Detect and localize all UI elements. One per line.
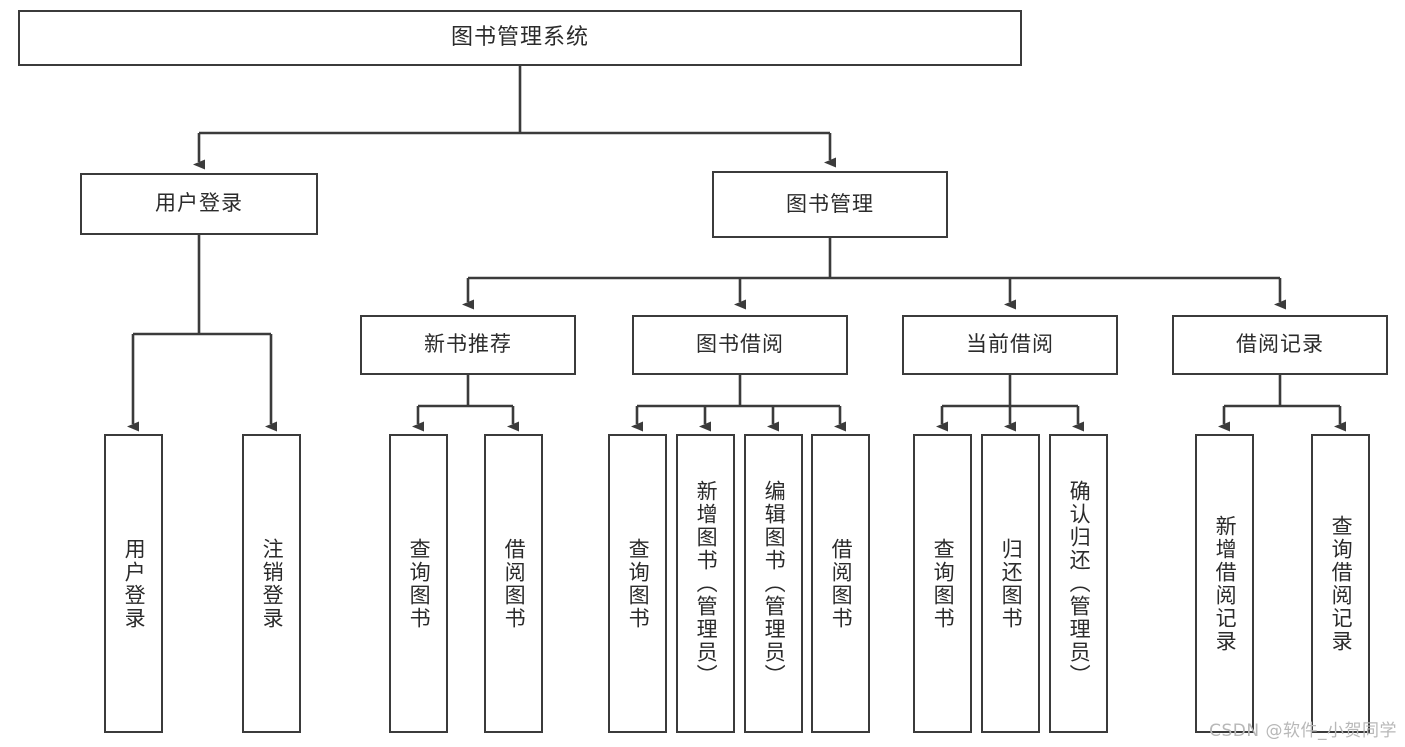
leaf-logout[interactable]: 注销登录: [242, 434, 301, 733]
node-borrowing-records[interactable]: 借阅记录: [1172, 315, 1388, 375]
node-label: 确认归还（管理员）: [1067, 480, 1092, 687]
leaf-borrow-book-borrowing[interactable]: 借阅图书: [811, 434, 870, 733]
node-label: 图书借阅: [696, 332, 784, 357]
node-label: 用户登录: [122, 537, 147, 630]
leaf-query-book-recommendation[interactable]: 查询图书: [389, 434, 448, 733]
node-label: 新书推荐: [424, 332, 512, 357]
leaf-query-book-borrowing[interactable]: 查询图书: [608, 434, 667, 733]
leaf-add-borrowing-record[interactable]: 新增借阅记录: [1195, 434, 1254, 733]
node-book-borrowing[interactable]: 图书借阅: [632, 315, 848, 375]
node-book-management[interactable]: 图书管理: [712, 171, 948, 238]
node-label: 查询图书: [931, 537, 956, 630]
node-label: 查询图书: [407, 537, 432, 630]
leaf-query-borrowing-record[interactable]: 查询借阅记录: [1311, 434, 1370, 733]
node-label: 图书管理: [786, 191, 874, 216]
node-label: 查询图书: [626, 537, 651, 630]
node-label: 新增图书（管理员）: [694, 480, 719, 687]
node-new-book-recommendation[interactable]: 新书推荐: [360, 315, 576, 375]
leaf-edit-book-admin[interactable]: 编辑图书（管理员）: [744, 434, 803, 733]
node-label: 归还图书: [999, 537, 1024, 630]
leaf-borrow-book-recommendation[interactable]: 借阅图书: [484, 434, 543, 733]
node-label: 查询借阅记录: [1329, 514, 1354, 653]
node-label: 用户登录: [155, 191, 243, 216]
node-label: 借阅图书: [829, 537, 854, 630]
node-current-borrowing[interactable]: 当前借阅: [902, 315, 1118, 375]
node-label: 新增借阅记录: [1213, 514, 1238, 653]
leaf-query-book-current[interactable]: 查询图书: [913, 434, 972, 733]
node-label: 借阅记录: [1236, 332, 1324, 357]
leaf-confirm-return-admin[interactable]: 确认归还（管理员）: [1049, 434, 1108, 733]
node-user-login[interactable]: 用户登录: [80, 173, 318, 235]
leaf-add-book-admin[interactable]: 新增图书（管理员）: [676, 434, 735, 733]
node-label: 注销登录: [260, 537, 285, 630]
node-root-book-management-system[interactable]: 图书管理系统: [18, 10, 1022, 66]
node-label: 当前借阅: [966, 332, 1054, 357]
node-label: 借阅图书: [502, 537, 527, 630]
watermark: CSDN @软件_小贺同学: [1209, 721, 1397, 741]
node-label: 图书管理系统: [450, 24, 589, 50]
leaf-return-book[interactable]: 归还图书: [981, 434, 1040, 733]
node-label: 编辑图书（管理员）: [762, 480, 787, 687]
leaf-user-login[interactable]: 用户登录: [104, 434, 163, 733]
